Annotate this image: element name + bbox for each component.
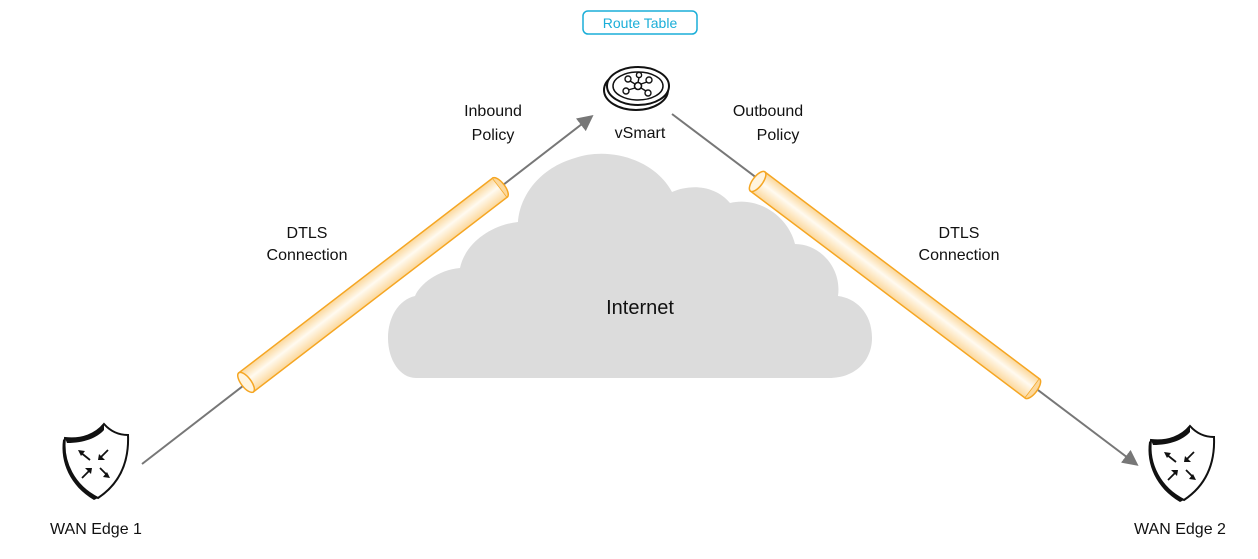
dtls-left-label-line1: DTLS xyxy=(287,225,328,242)
dtls-right-label-line1: DTLS xyxy=(939,225,980,242)
route-table-badge: Route Table xyxy=(582,10,698,35)
vsmart-router-icon xyxy=(603,66,670,111)
dtls-left-label-line2: Connection xyxy=(267,247,348,264)
route-table-label: Route Table xyxy=(603,15,678,31)
wan-edge-1-label: WAN Edge 1 xyxy=(50,521,142,538)
vsmart-label: vSmart xyxy=(615,125,666,142)
dtls-tunnel-left xyxy=(237,176,509,394)
dtls-tunnel-right xyxy=(748,170,1042,400)
wan-edge-2-label: WAN Edge 2 xyxy=(1134,521,1226,538)
internet-cloud: Internet xyxy=(388,153,872,378)
outbound-policy-label-line1: Outbound xyxy=(733,103,803,120)
shield-router-icon xyxy=(1148,424,1216,502)
internet-label: Internet xyxy=(606,297,674,319)
inbound-policy-label-line2: Policy xyxy=(472,127,515,144)
shield-router-icon xyxy=(62,422,130,500)
outbound-policy-label-line2: Policy xyxy=(757,127,800,144)
dtls-right-label-line2: Connection xyxy=(919,247,1000,264)
inbound-policy-label-line1: Inbound xyxy=(464,103,522,120)
